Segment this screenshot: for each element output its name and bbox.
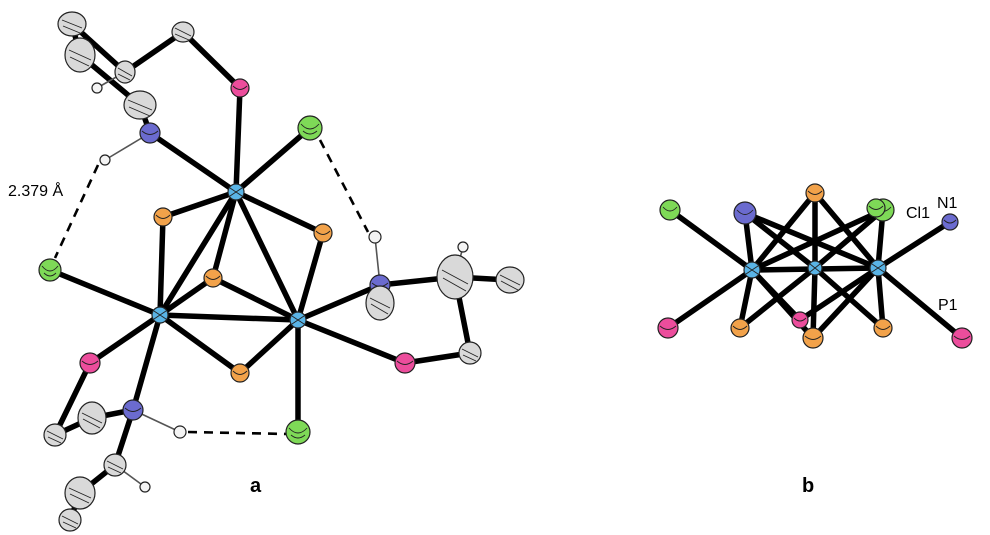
panel-b-bonds [665, 190, 965, 341]
hbond-distance-label: 2.379 Å [8, 181, 63, 200]
chlorine-atom [38, 258, 62, 282]
carbon-atom [77, 401, 107, 435]
carbon-atom [495, 266, 525, 294]
sulfur-atom [805, 183, 825, 203]
chlorine-atom [866, 198, 886, 218]
carbon-atom [114, 60, 136, 84]
hydrogen-atom [139, 481, 151, 493]
chlorine-atom [285, 419, 311, 445]
phosphorus-atom [657, 317, 679, 339]
carbon-atom [64, 37, 96, 73]
carbon-atom [64, 476, 96, 510]
panel-label-a: a [250, 475, 262, 497]
panel-a-atoms [38, 11, 525, 532]
phosphorus-atom [394, 352, 416, 374]
nitrogen-atom [733, 201, 757, 225]
carbon-atom [436, 254, 474, 300]
sulfur-atom [153, 207, 173, 227]
panel-a-structure: 2.379 Å a [8, 11, 525, 532]
atom-label-cl1: Cl1 [906, 205, 930, 222]
carbon-atom [171, 21, 195, 43]
atom-label-n1: N1 [937, 195, 958, 212]
panel-a-hydrogen-bonds [53, 139, 370, 436]
panel-label-b: b [802, 475, 814, 497]
carbon-atom [43, 423, 67, 447]
carbon-atom [458, 341, 482, 365]
hydrogen-atom [173, 425, 187, 439]
nitrogen-atom [122, 399, 144, 421]
hydrogen-atom [457, 241, 469, 253]
sulfur-atom [873, 318, 893, 338]
sulfur-atom [313, 223, 333, 243]
metal-atom [289, 311, 307, 329]
phosphorus-atom [79, 352, 101, 374]
phosphorus-atom [791, 311, 809, 329]
sulfur-atom [730, 318, 750, 338]
nitrogen-atom [139, 122, 161, 144]
sulfur-atom [203, 268, 223, 288]
chlorine-atom [659, 199, 681, 221]
metal-atom [227, 183, 245, 201]
metal-atom [869, 259, 887, 277]
metal-atom [807, 260, 823, 276]
metal-atom [743, 261, 761, 279]
hydrogen-atom [91, 82, 103, 94]
sulfur-atom [230, 363, 250, 383]
hydrogen-atom [99, 154, 111, 166]
atom-label-p1: P1 [938, 297, 958, 314]
nitrogen-atom [941, 213, 959, 231]
panel-b-atoms [657, 183, 973, 349]
panel-b-structure: Cl1 N1 P1 b [657, 183, 973, 497]
carbon-atom [123, 90, 157, 120]
carbon-atom [57, 11, 87, 37]
chlorine-atom [297, 115, 323, 141]
phosphorus-atom [230, 78, 250, 98]
carbon-atom [58, 508, 82, 532]
phosphorus-atom [951, 327, 973, 349]
hydrogen-atom [368, 230, 382, 244]
metal-atom [151, 306, 169, 324]
carbon-atom [365, 285, 395, 321]
sulfur-atom [802, 327, 824, 349]
carbon-atom [103, 453, 127, 477]
